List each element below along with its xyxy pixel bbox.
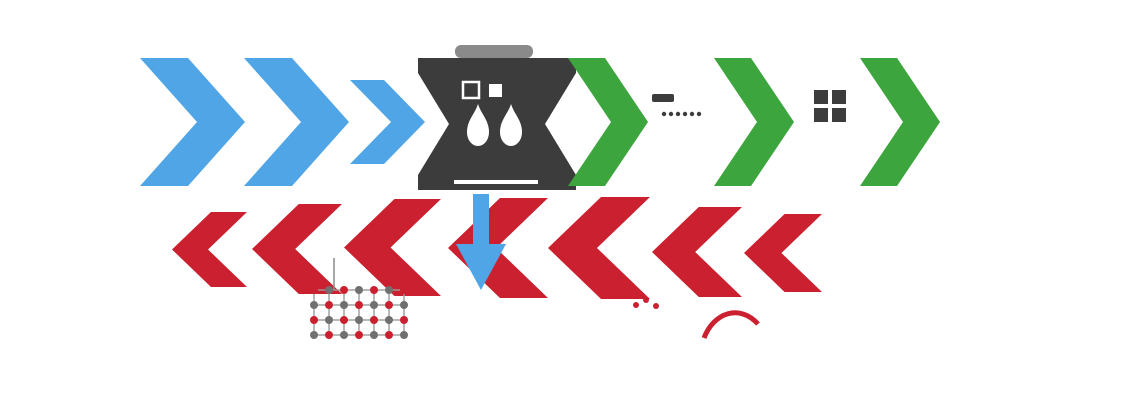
lattice-atom — [400, 286, 408, 294]
lattice-atom — [400, 316, 408, 324]
molecule-dot — [696, 111, 702, 117]
molecule-bar-dots-icon — [652, 94, 702, 117]
lattice-atom — [370, 331, 378, 339]
blue-chevron-arrow-2 — [244, 58, 349, 186]
red-chevron-arrow-2 — [252, 204, 342, 294]
furnace-icon — [418, 45, 576, 190]
molecule-dot — [675, 111, 681, 117]
cluster-square — [814, 90, 828, 104]
blue-chevron-arrow-1 — [140, 58, 245, 186]
droplet-icon-2 — [500, 104, 522, 146]
molecule-dot — [682, 111, 688, 117]
lattice-atom — [385, 316, 393, 324]
crucible-icon-1 — [461, 80, 481, 100]
molecule-bar — [652, 94, 674, 102]
droplet-icon-1 — [467, 104, 489, 146]
molecule-dot — [689, 111, 695, 117]
lattice-atom — [400, 301, 408, 309]
molecule-dot — [661, 111, 667, 117]
lattice-atom — [325, 331, 333, 339]
lattice-atom — [355, 286, 363, 294]
green-chevron-arrow-2 — [714, 58, 794, 186]
red-dot — [653, 303, 659, 309]
lattice-atom — [340, 316, 348, 324]
lattice-atom — [355, 301, 363, 309]
molecule-dot — [668, 111, 674, 117]
lattice-atom — [310, 316, 318, 324]
blue-down-arrow-head — [456, 244, 506, 290]
furnace-chimney — [455, 45, 533, 58]
lattice-atom — [355, 331, 363, 339]
lattice-atom — [355, 316, 363, 324]
lattice-atom — [370, 286, 378, 294]
lattice-atom — [340, 331, 348, 339]
crucible-icon-2 — [489, 84, 502, 97]
furnace-body — [418, 58, 576, 190]
red-arc-icon — [701, 310, 760, 339]
red-chevron-arrow-7 — [744, 214, 822, 292]
cluster-square — [814, 108, 828, 122]
green-chevron-arrow-3 — [860, 58, 940, 186]
cluster-square — [832, 90, 846, 104]
lattice-atom — [310, 286, 318, 294]
lattice-atom — [370, 301, 378, 309]
lattice-atom — [340, 286, 348, 294]
red-molecule-dots-icon — [633, 297, 659, 309]
red-chevron-arrow-3 — [344, 199, 441, 296]
lattice-atom — [325, 316, 333, 324]
blue-chevron-arrow-3 — [350, 80, 425, 164]
crystal-lattice — [310, 286, 408, 339]
lattice-atom — [310, 331, 318, 339]
blue-down-arrow-shaft — [473, 194, 489, 250]
lattice-atom — [325, 301, 333, 309]
lattice-atom — [370, 316, 378, 324]
lattice-atom — [310, 301, 318, 309]
blue-down-arrow — [456, 194, 506, 290]
green-chevron-arrow-1 — [568, 58, 648, 186]
lattice-atom — [340, 301, 348, 309]
lattice-atom — [385, 331, 393, 339]
lattice-atom — [385, 286, 393, 294]
lattice-atom — [385, 301, 393, 309]
lattice-atom — [400, 331, 408, 339]
red-chevron-arrow-1 — [172, 212, 247, 287]
furnace-base-line — [454, 180, 538, 184]
particle-cluster-icon — [814, 90, 846, 122]
lattice-atom — [325, 286, 333, 294]
red-chevron-arrow-6 — [652, 207, 742, 297]
cluster-square — [832, 108, 846, 122]
red-dot — [633, 302, 639, 308]
red-chevron-arrow-5 — [548, 197, 650, 299]
red-dot — [643, 297, 649, 303]
